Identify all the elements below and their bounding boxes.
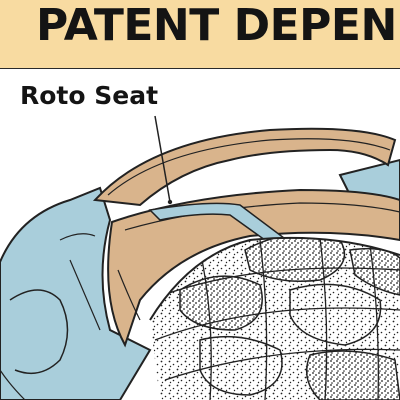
callout-leader-line [154, 115, 171, 203]
callout-dot [167, 199, 173, 205]
roto-seat-label: Roto Seat [20, 81, 159, 110]
roto-seat-bench [107, 188, 400, 348]
title-banner: PATENT DEPEND [0, 0, 400, 69]
roto-seat-back [92, 127, 397, 207]
car-body [0, 186, 152, 400]
banner-title: PATENT DEPEND [36, 0, 400, 51]
